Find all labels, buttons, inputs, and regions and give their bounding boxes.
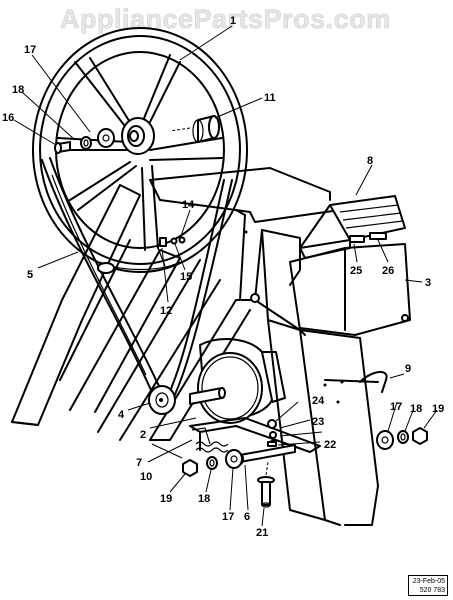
callout-labels: 1 17 18 16 11 8 14 15 12 5 25 26 3 9 4 2… bbox=[2, 15, 444, 539]
callout-7: 7 bbox=[136, 457, 142, 469]
callout-6: 6 bbox=[244, 511, 250, 523]
callout-14: 14 bbox=[182, 199, 195, 211]
bushing bbox=[169, 115, 220, 143]
lower-hardware-stack bbox=[182, 449, 243, 477]
callout-18-top: 18 bbox=[12, 84, 24, 96]
leader-lines bbox=[13, 25, 438, 527]
motor bbox=[189, 338, 286, 424]
callout-19-left: 19 bbox=[160, 493, 172, 505]
callout-23: 23 bbox=[312, 416, 324, 428]
callout-17-top: 17 bbox=[24, 44, 36, 56]
callout-25: 25 bbox=[350, 265, 362, 277]
callout-12: 12 bbox=[160, 305, 172, 317]
carriage-bolt bbox=[257, 461, 275, 508]
callout-22: 22 bbox=[324, 439, 336, 451]
callout-15: 15 bbox=[180, 271, 192, 283]
callout-10: 10 bbox=[140, 471, 152, 483]
tension-spring bbox=[195, 441, 229, 453]
callout-9: 9 bbox=[405, 363, 411, 375]
right-hardware bbox=[359, 371, 428, 450]
frame-legs bbox=[11, 184, 251, 441]
callout-4: 4 bbox=[118, 409, 125, 421]
watermark-text: AppliancePartsPros.com bbox=[60, 4, 391, 34]
stud-bolt bbox=[236, 444, 296, 465]
callout-11: 11 bbox=[264, 92, 276, 104]
callout-17-right: 17 bbox=[390, 401, 402, 413]
callout-3: 3 bbox=[425, 277, 431, 289]
large-pulley bbox=[32, 27, 248, 274]
callout-8: 8 bbox=[367, 155, 373, 167]
pulley-bolt-stack bbox=[54, 128, 115, 154]
callout-1: 1 bbox=[230, 15, 236, 27]
callout-26: 26 bbox=[382, 265, 394, 277]
callout-18-right: 18 bbox=[410, 403, 422, 415]
callout-21: 21 bbox=[256, 527, 268, 539]
revision-date: 23-Feb-05 bbox=[412, 578, 445, 585]
callout-17-lower: 17 bbox=[222, 511, 234, 523]
callout-16: 16 bbox=[2, 112, 14, 124]
revision-stamp: 23-Feb-05 520 783 bbox=[408, 575, 448, 596]
callout-2: 2 bbox=[140, 429, 146, 441]
motor-mount bbox=[189, 417, 321, 453]
revision-code: 520 783 bbox=[419, 587, 445, 594]
callout-24: 24 bbox=[312, 395, 325, 407]
callout-18-lower: 18 bbox=[198, 493, 210, 505]
control-lid bbox=[299, 195, 406, 259]
motor-pulley bbox=[148, 385, 176, 415]
callout-19-right: 19 bbox=[432, 403, 444, 415]
callout-5: 5 bbox=[27, 269, 33, 281]
